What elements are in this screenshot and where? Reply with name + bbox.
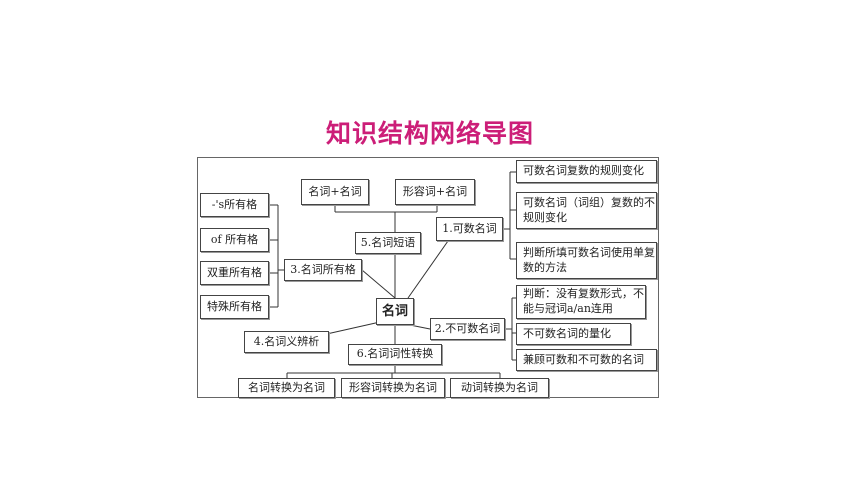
node-conversion-adj: 形容词转换为名词 — [341, 378, 445, 398]
node-countable-plural-irregular: 可数名词（词组）复数的不规则变化 — [516, 192, 657, 229]
node-countable-judge: 判断所填可数名词使用单复数的方法 — [516, 242, 657, 279]
node-uncountable-judge: 判断：没有复数形式，不能与冠词a/an连用 — [516, 285, 646, 319]
node-noun-phrase: 5.名词短语 — [355, 232, 421, 254]
node-conversion-noun: 名词转换为名词 — [238, 378, 335, 398]
node-countable-noun: 1.可数名词 — [436, 217, 503, 241]
node-possessive-s: -'s所有格 — [200, 193, 269, 217]
node-noun-discrimination: 4.名词义辨析 — [244, 331, 329, 353]
node-uncountable-quantity: 不可数名词的量化 — [516, 323, 631, 345]
node-possessive-special: 特殊所有格 — [200, 295, 269, 319]
node-noun-conversion: 6.名词词性转换 — [348, 344, 442, 365]
node-both-countable-uncountable: 兼顾可数和不可数的名词 — [516, 349, 657, 371]
node-conversion-verb: 动词转换为名词 — [450, 378, 549, 398]
node-countable-plural-regular: 可数名词复数的规则变化 — [516, 160, 657, 183]
node-possessive-double: 双重所有格 — [200, 261, 269, 285]
node-uncountable-noun: 2.不可数名词 — [430, 318, 505, 340]
node-possessive-of: of 所有格 — [200, 228, 269, 252]
diagram-title: 知识结构网络导图 — [325, 119, 534, 148]
node-adj-plus-noun: 形容词+名词 — [395, 179, 475, 205]
node-noun-plus-noun: 名词+名词 — [301, 179, 369, 205]
node-possessive: 3.名词所有格 — [284, 259, 362, 281]
center-node-noun: 名词 — [376, 298, 414, 325]
